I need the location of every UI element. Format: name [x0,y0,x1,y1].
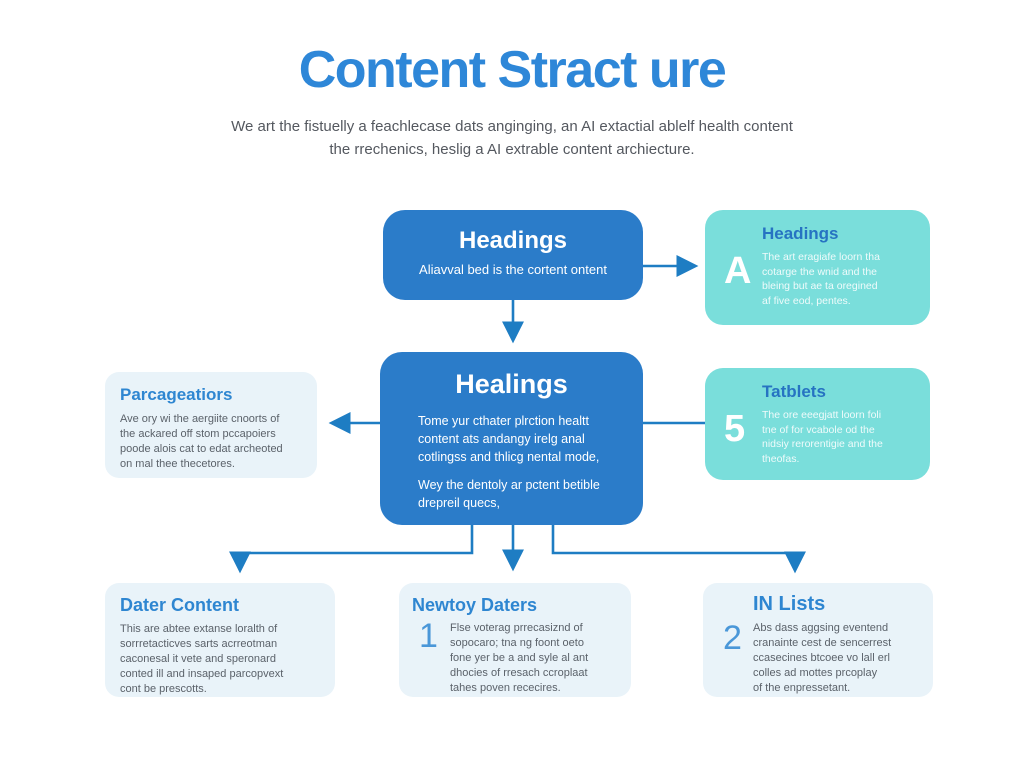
node-title: Parcageatiors [120,385,233,404]
number-badge: 5 [724,408,746,450]
node-title: Healings [455,369,568,399]
node-parcageatiors: Parcageatiors Ave ory wi the aergiite cn… [105,372,317,478]
node-body: Abs dass aggsing eventend cranainte cest… [753,622,892,695]
node-newtoy-daters: Newtoy Daters 1 Flse voterag prrecasiznd… [399,583,631,697]
node-body: The ore eeegjatt loorn foli tne of for v… [762,409,883,466]
page-title: Content Stract ure [298,41,727,99]
node-paragraph-1: Tome yur cthater plrction healtt content… [418,414,600,464]
node-title: IN Lists [753,593,826,615]
node-title: Headings [458,227,568,254]
node-tatblets: Tatblets 5 The ore eeegjatt loorn foli t… [705,368,930,480]
node-title: Newtoy Daters [412,595,538,615]
node-paragraph-2: Wey the dentoly ar pctent betible drepre… [418,478,600,510]
page-subtitle-line2: the rrechenics, heslig a AI extrable con… [329,140,695,158]
letter-badge: A [724,250,752,292]
arrow-center-to-bottom-left [228,525,474,574]
node-title: Headings [762,224,839,243]
node-body: Flse voterag prrecasiznd of sopocaro; tn… [450,622,589,695]
number-badge: 1 [419,617,438,655]
node-headings-right: Headings A The art eragiafe loorn tha co… [705,210,930,325]
node-headings-top: Headings Aliavval bed is the cortent ont… [383,210,643,300]
page-subtitle: We art the fistuelly a feachlecase dats … [0,116,1024,161]
page-subtitle-line1: We art the fistuelly a feachlecase dats … [231,118,793,135]
node-body: The art eragiafe loorn tha cotarge the w… [762,251,880,308]
node-title: Dater Content [120,595,240,615]
node-body: Ave ory wi the aergiite cnoorts of the a… [120,413,283,471]
number-badge: 2 [723,619,742,657]
node-dater-content: Dater Content This are abtee extanse lor… [105,583,335,697]
node-subtitle: Aliavval bed is the cortent ontent [419,262,607,277]
node-body: This are abtee extanse loralth of sorrre… [120,623,284,696]
node-title: Tatblets [762,382,826,401]
arrow-center-to-bottom-right [551,525,807,574]
node-healings-center: Healings Tome yur cthater plrction healt… [380,352,643,525]
node-in-lists: IN Lists 2 Abs dass aggsing eventend cra… [703,583,933,697]
